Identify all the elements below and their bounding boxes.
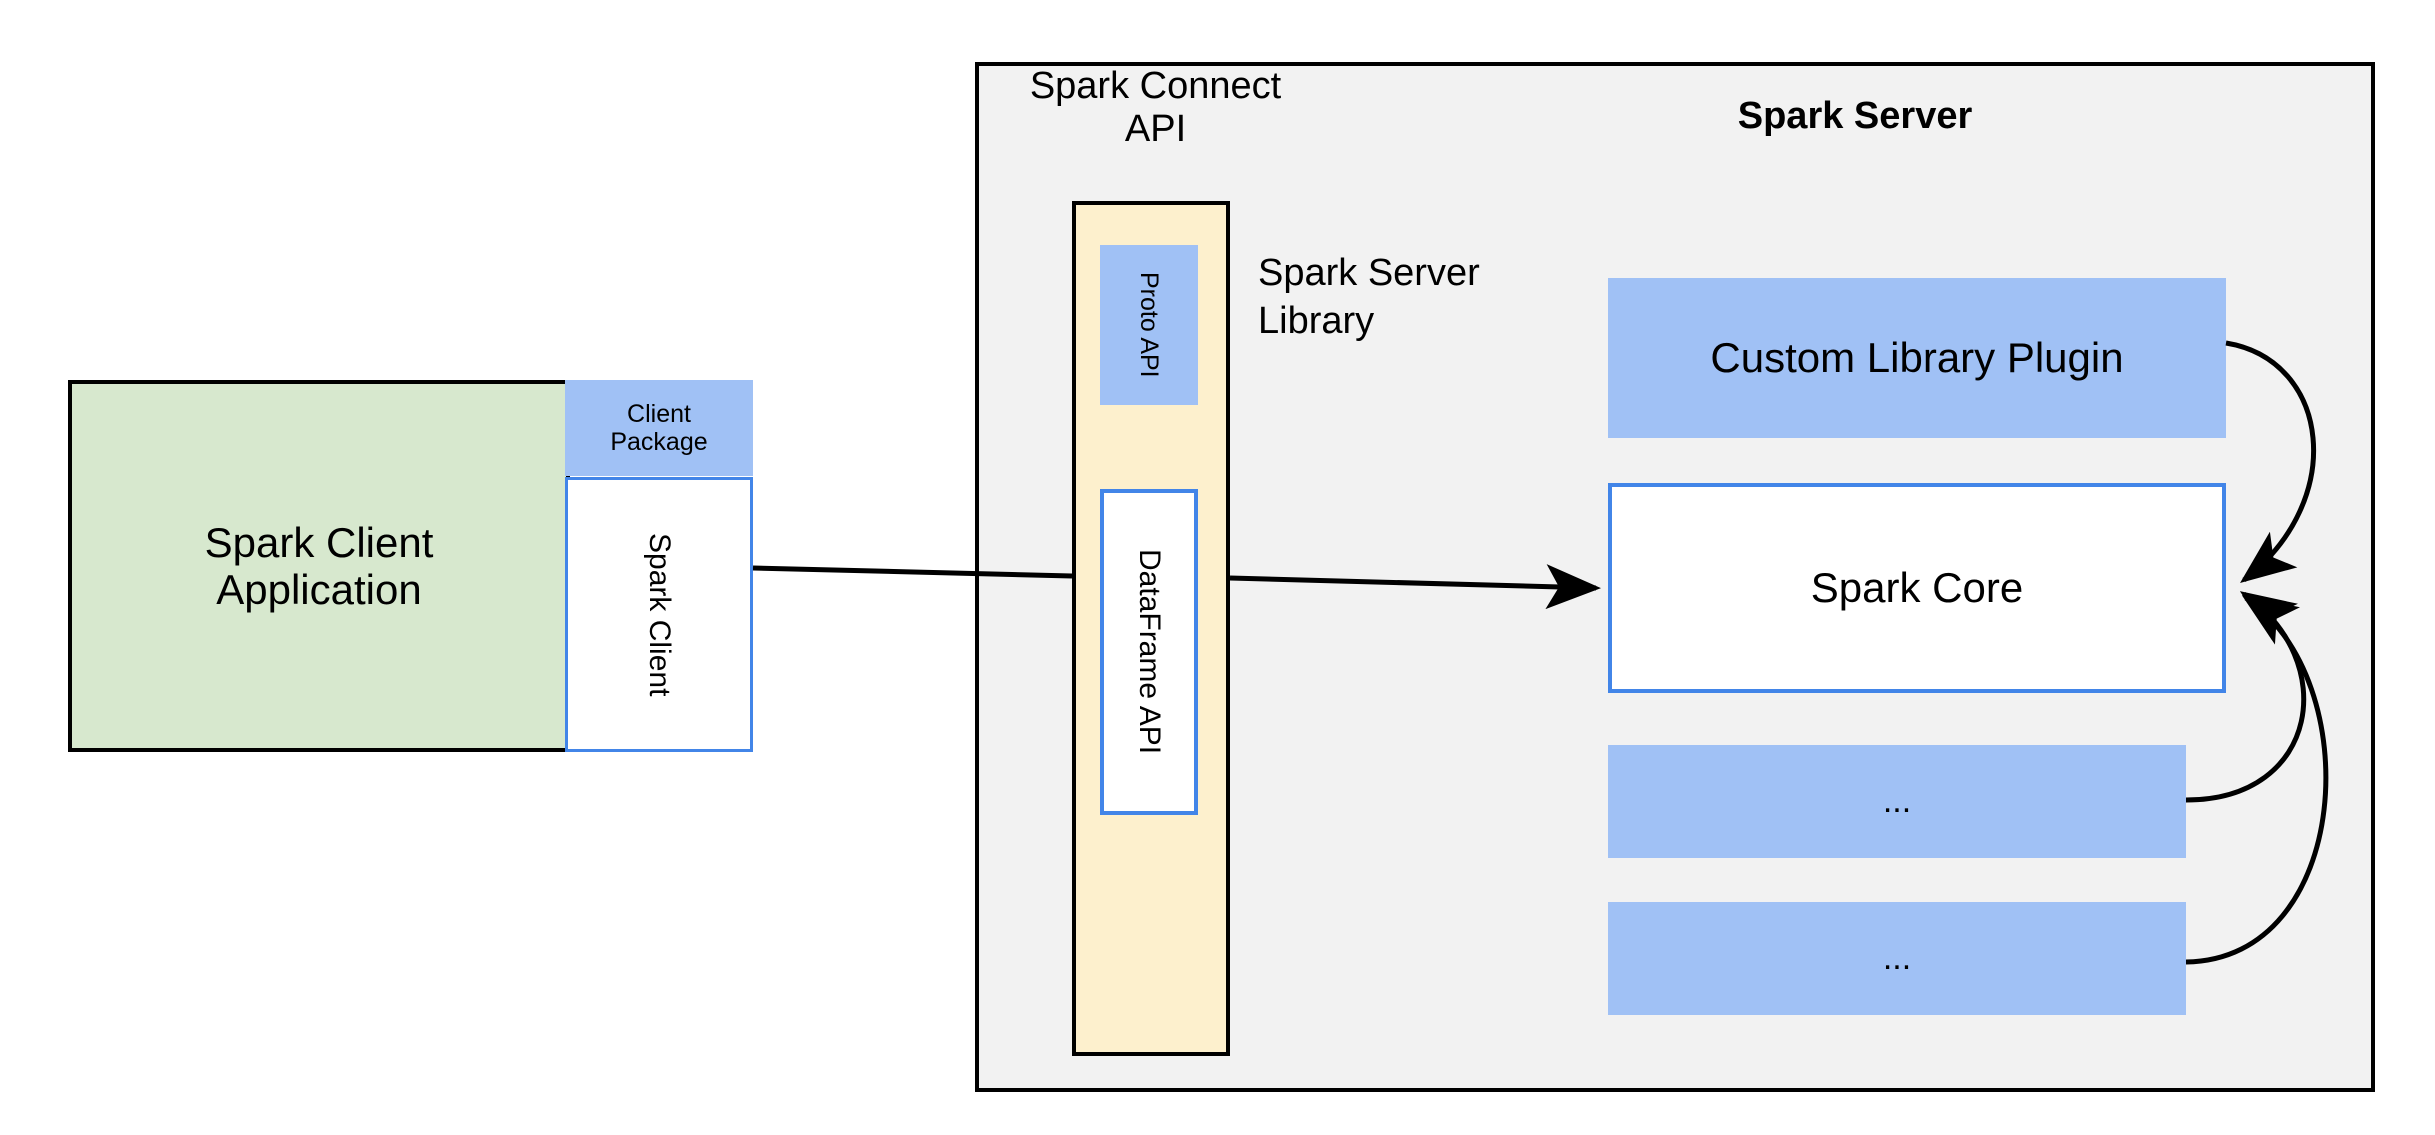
server-component-ellipsis-1[interactable]: ... [1608, 745, 2186, 858]
proto-api-label: Proto API [1135, 272, 1163, 378]
proto-api-box[interactable]: Proto API [1100, 245, 1198, 405]
spark-client-application-box[interactable]: Spark Client Application [68, 380, 570, 752]
dataframe-api-label: DataFrame API [1132, 549, 1166, 755]
spark-connect-api-label: Spark Connect API [1029, 65, 1282, 150]
client-package-box[interactable]: Client Package [565, 380, 753, 476]
spark-server-library-label: Spark Server Library [1258, 252, 1480, 342]
server-component-ellipsis-2[interactable]: ... [1608, 902, 2186, 1015]
dataframe-api-box[interactable]: DataFrame API [1100, 489, 1198, 815]
spark-core-box[interactable]: Spark Core [1608, 483, 2226, 693]
custom-library-plugin-box[interactable]: Custom Library Plugin [1608, 278, 2226, 438]
spark-client-box[interactable]: Spark Client [565, 477, 753, 752]
spark-server-title: Spark Server [1737, 95, 1973, 137]
spark-client-label: Spark Client [642, 532, 676, 697]
